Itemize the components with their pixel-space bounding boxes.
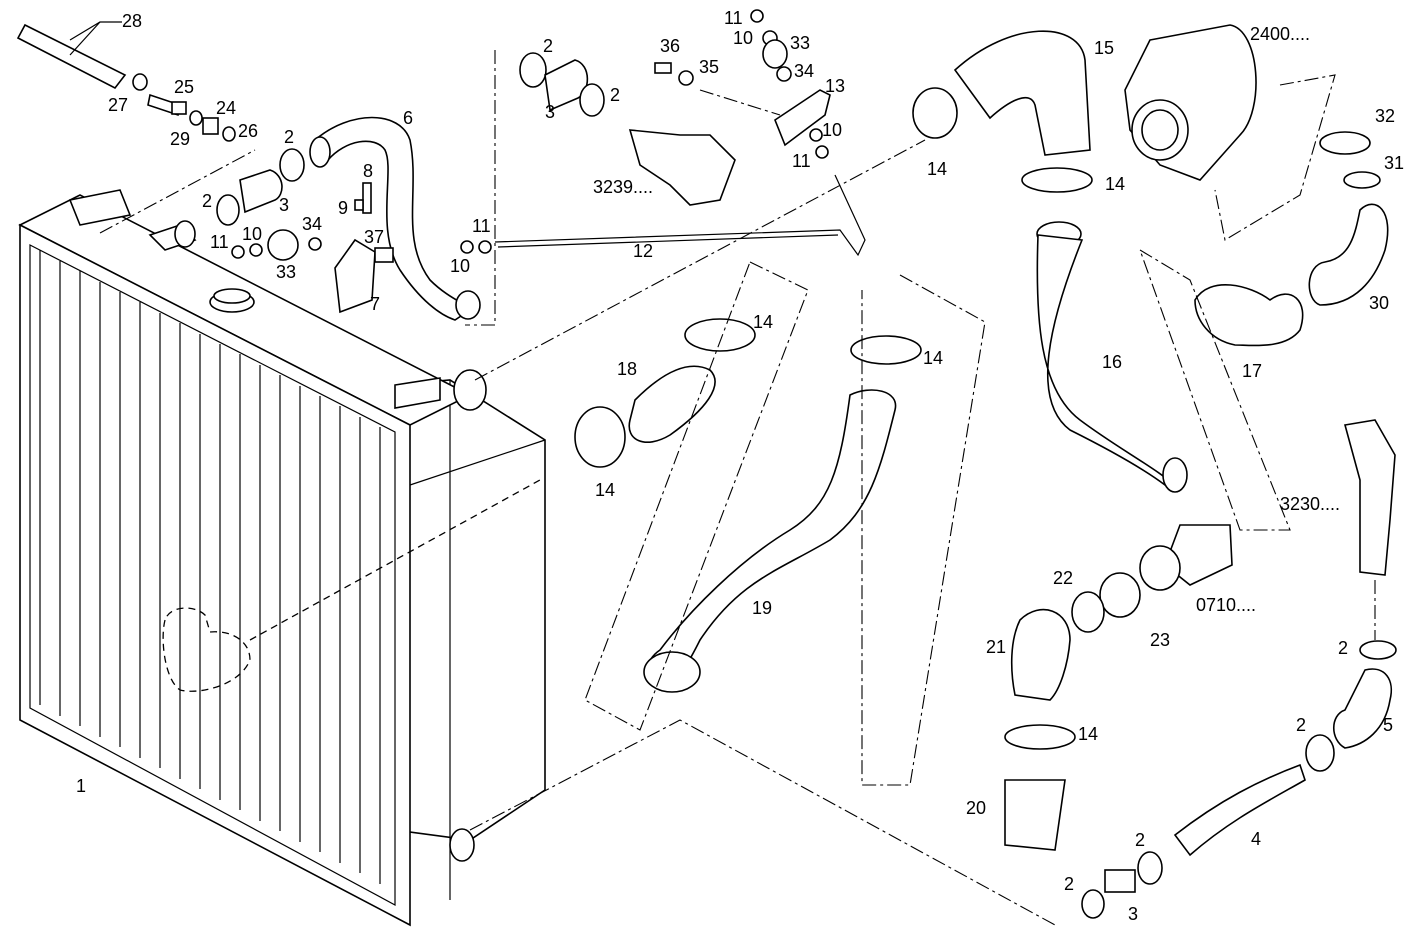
callout-8: 8 [363,161,373,181]
callout-14: 14 [923,348,943,368]
callout-33: 33 [790,33,810,53]
callout-19: 19 [752,598,772,618]
callout-2: 2 [1296,715,1306,735]
callout-2: 2 [610,85,620,105]
small-parts-group [16,23,492,314]
callout-31: 31 [1384,153,1404,173]
callout-35: 35 [699,57,719,77]
callout-7: 7 [370,294,380,314]
callout-37: 37 [364,227,384,247]
callout-13: 13 [825,76,845,96]
callout-17: 17 [1242,361,1262,381]
callout-14: 14 [595,480,615,500]
thermostat-group [494,9,866,257]
pipe-16 [1036,221,1188,493]
callout-3: 3 [1128,904,1138,924]
callout-14: 14 [753,312,773,332]
callout-21: 21 [986,637,1006,657]
callout-30: 30 [1369,293,1389,313]
callout-3: 3 [545,102,555,122]
callout-15: 15 [1094,38,1114,58]
callout-10: 10 [450,256,470,276]
callout-12: 12 [633,241,653,261]
callout-2: 2 [1338,638,1348,658]
callout-32: 32 [1375,106,1395,126]
callout-36: 36 [660,36,680,56]
callout-2: 2 [1135,830,1145,850]
callout-1: 1 [76,776,86,796]
callout-2: 2 [543,36,553,56]
callout-14: 14 [1105,174,1125,194]
callout-9: 9 [338,198,348,218]
callout-10: 10 [242,224,262,244]
leader-lines [99,50,1376,926]
callout-2: 2 [284,127,294,147]
callout-3239: 3239.... [593,177,653,197]
callout-3: 3 [279,195,289,215]
callout-14: 14 [927,159,947,179]
callout-2400: 2400.... [1250,24,1310,44]
radiator-fins [39,250,381,884]
callout-11: 11 [792,151,811,171]
callout-3230: 3230.... [1280,494,1340,514]
callout-labels: 28 27 25 29 24 26 2 6 2 3 8 9 11 10 33 3… [76,8,1404,924]
callout-34: 34 [302,214,322,234]
callout-2: 2 [202,191,212,211]
callout-16: 16 [1102,352,1122,372]
hose-6 [309,116,481,321]
callout-0710: 0710.... [1196,595,1256,615]
callout-10: 10 [822,120,842,140]
callout-11: 11 [210,232,229,252]
callout-25: 25 [174,77,194,97]
callout-22: 22 [1053,568,1073,588]
callout-5: 5 [1383,715,1393,735]
lower-right-group [1004,419,1397,919]
callout-6: 6 [403,108,413,128]
callout-34: 34 [794,61,814,81]
callout-2: 2 [1064,874,1074,894]
callout-33: 33 [276,262,296,282]
callout-leaders [69,21,122,56]
callout-18: 18 [617,359,637,379]
radiator-assembly [18,189,546,927]
callout-23: 23 [1150,630,1170,650]
callout-20: 20 [966,798,986,818]
callout-26: 26 [238,121,258,141]
callout-27: 27 [108,95,128,115]
callout-14: 14 [1078,724,1098,744]
callout-28: 28 [122,11,142,31]
callout-11: 11 [472,216,491,236]
callout-11: 11 [724,8,743,28]
callout-10: 10 [733,28,753,48]
callout-24: 24 [216,98,236,118]
turbo-group [912,24,1389,347]
callout-29: 29 [170,129,190,149]
pipe-18-19 [574,318,922,693]
callout-4: 4 [1251,829,1261,849]
